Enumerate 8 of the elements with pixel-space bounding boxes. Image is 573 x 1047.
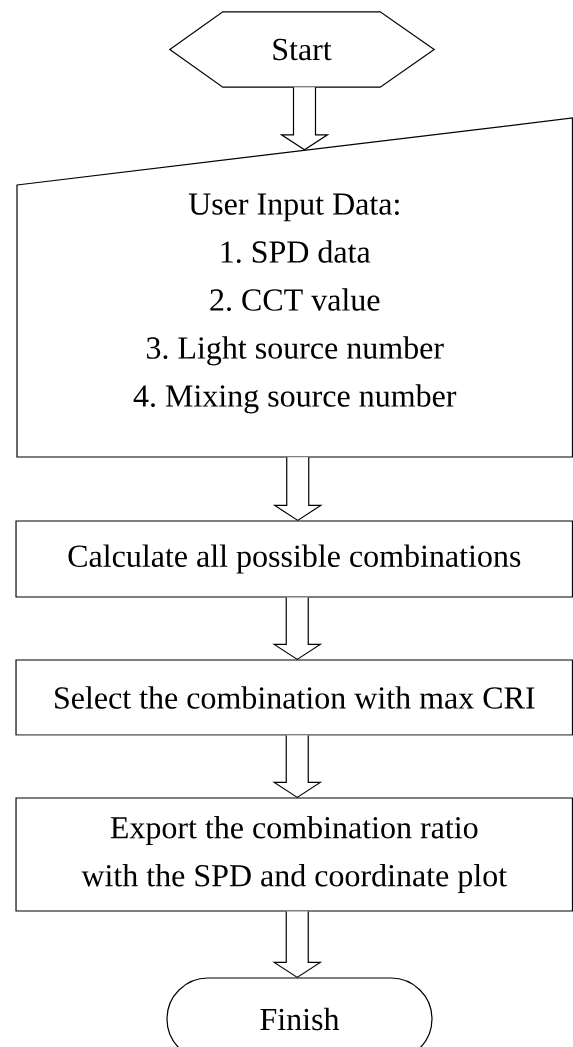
block-arrow xyxy=(272,597,323,661)
process-box: Calculate all possible combinations xyxy=(15,520,573,598)
process-box: Select the combination with max CRI xyxy=(15,659,573,736)
block-arrow xyxy=(272,456,323,522)
block-arrow xyxy=(272,911,323,979)
process-box: Export the combination ratio with the SPD and coordinate plot xyxy=(15,797,573,912)
block-arrow xyxy=(272,735,323,799)
block-arrow xyxy=(279,86,330,151)
